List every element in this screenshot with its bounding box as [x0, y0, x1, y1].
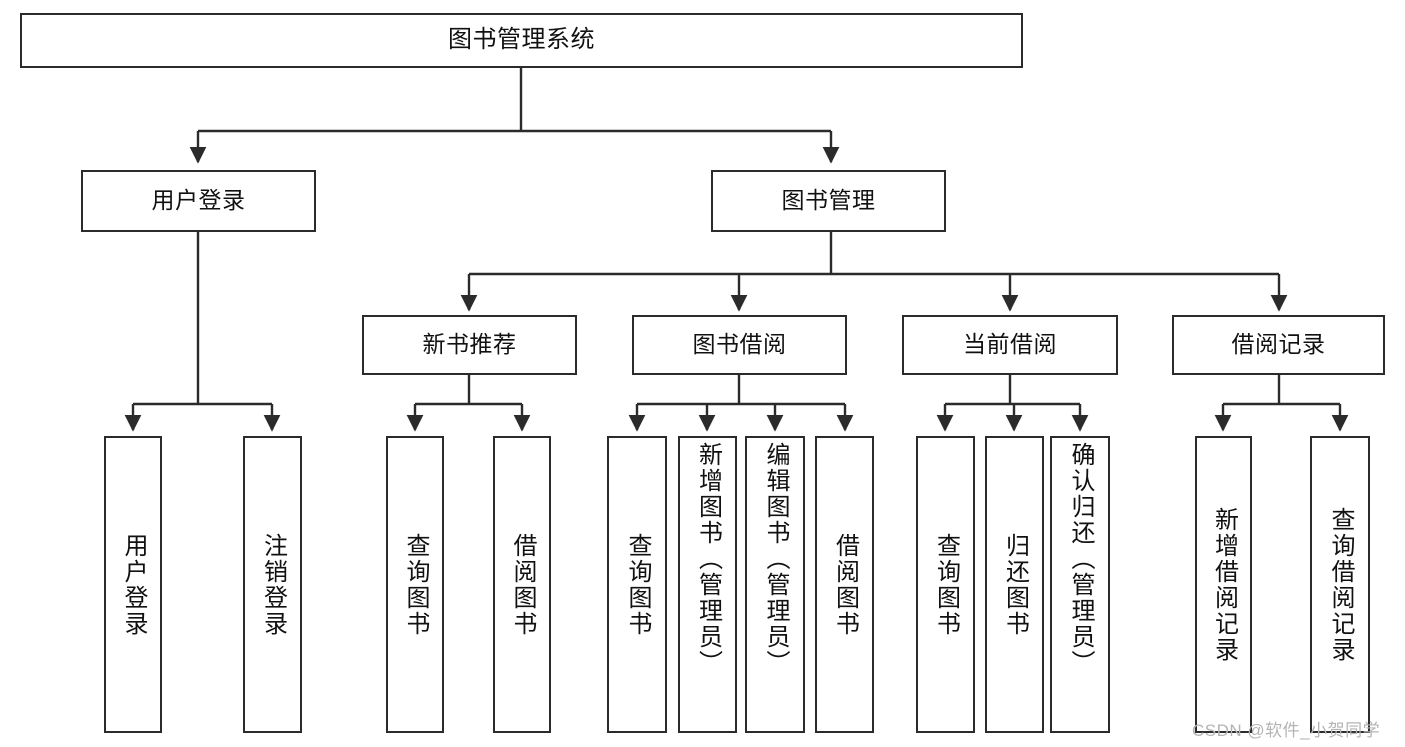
node-label: 借阅图书	[831, 532, 859, 637]
node-label: 图书管理	[781, 187, 876, 214]
node-label: 借阅记录	[1231, 331, 1326, 358]
leaf-edit-book[interactable]: 编辑图书（管理员）	[745, 436, 805, 733]
leaf-borrow-book-recommend[interactable]: 借阅图书	[493, 436, 551, 733]
node-current-borrow[interactable]: 当前借阅	[902, 315, 1118, 375]
node-label: 注销登录	[259, 532, 287, 637]
leaf-borrow-book[interactable]: 借阅图书	[815, 436, 874, 733]
node-book-manage[interactable]: 图书管理	[711, 170, 946, 232]
node-label: 编辑图书（管理员）	[762, 442, 789, 676]
node-label: 图书借阅	[692, 331, 787, 358]
node-label: 新增图书（管理员）	[694, 442, 722, 676]
leaf-add-borrow-record[interactable]: 新增借阅记录	[1195, 436, 1252, 733]
node-label: 查询图书	[932, 532, 960, 637]
leaf-return-book[interactable]: 归还图书	[985, 436, 1044, 733]
csdn-watermark: CSDN @软件_小贺同学	[1192, 721, 1381, 740]
leaf-add-book[interactable]: 新增图书（管理员）	[678, 436, 737, 733]
node-label: 查询借阅记录	[1327, 506, 1354, 663]
node-new-book-recommend[interactable]: 新书推荐	[362, 315, 577, 375]
node-label: 确认归还（管理员）	[1067, 442, 1094, 676]
node-label: 当前借阅	[963, 331, 1057, 358]
node-label: 查询图书	[402, 532, 429, 637]
node-label: 借阅图书	[509, 532, 536, 637]
leaf-query-book-current[interactable]: 查询图书	[916, 436, 975, 733]
leaf-user-login[interactable]: 用户登录	[104, 436, 162, 733]
node-label: 新增借阅记录	[1210, 506, 1238, 663]
node-label: 图书管理系统	[448, 26, 595, 54]
leaf-confirm-return[interactable]: 确认归还（管理员）	[1050, 436, 1110, 733]
node-user-login[interactable]: 用户登录	[81, 170, 316, 232]
node-borrow-record[interactable]: 借阅记录	[1172, 315, 1385, 375]
node-label: 用户登录	[151, 187, 246, 214]
node-root-system[interactable]: 图书管理系统	[20, 13, 1023, 68]
leaf-query-borrow-record[interactable]: 查询借阅记录	[1310, 436, 1370, 733]
leaf-query-book-recommend[interactable]: 查询图书	[386, 436, 444, 733]
node-book-borrow[interactable]: 图书借阅	[632, 315, 847, 375]
node-label: 用户登录	[120, 532, 147, 637]
leaf-user-logout[interactable]: 注销登录	[243, 436, 302, 733]
node-label: 查询图书	[624, 532, 651, 637]
leaf-query-book-borrow[interactable]: 查询图书	[607, 436, 667, 733]
node-label: 新书推荐	[422, 331, 517, 358]
node-label: 归还图书	[1001, 532, 1029, 637]
